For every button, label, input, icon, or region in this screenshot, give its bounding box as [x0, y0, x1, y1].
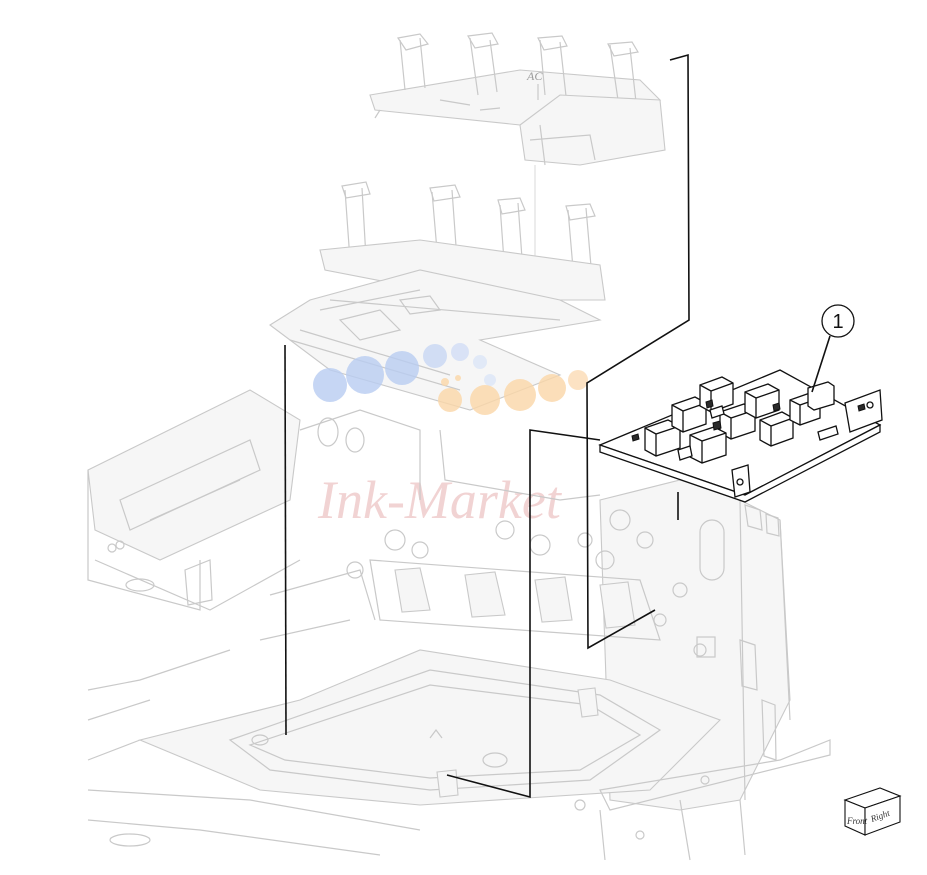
ac-label: AC: [526, 69, 543, 83]
callout-1: 1: [811, 304, 855, 393]
upper-cartridge-holder-ghost: AC: [369, 32, 666, 166]
callout-1-number: 1: [832, 311, 843, 333]
callout-1-circle: [821, 304, 855, 338]
watermark: Ink-Market: [313, 343, 588, 530]
pwb-board-part-1: [598, 369, 883, 503]
callout-1-leader: [811, 335, 831, 393]
alignment-leader-lines: [284, 53, 690, 799]
front-label: Front: [846, 816, 868, 826]
printer-chassis-ghost: [87, 389, 831, 861]
watermark-text: Ink-Market: [317, 470, 563, 530]
orientation-cube-icon: Front Right: [843, 787, 902, 836]
